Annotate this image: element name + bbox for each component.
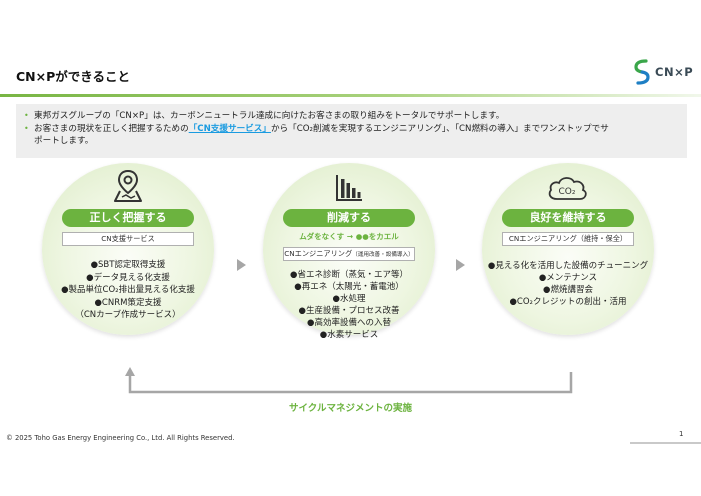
- step-understand-items: ●SBT認定取得支援 ●データ見える化支援 ●製品単位CO₂排出量見える化支援 …: [42, 259, 214, 322]
- cn-engineering-maintenance-box: CNエンジニアリング（維持・保全）: [502, 232, 634, 246]
- summary-text-2: お客さまの現状を正しく把握するための「CN支援サービス」から「CO₂削減を実現す…: [34, 123, 609, 134]
- cn-engineering-box: CNエンジニアリング（運用改善・設備導入）: [283, 247, 415, 261]
- bullet-icon: •: [24, 111, 29, 120]
- logo-text: CN×P: [655, 65, 694, 79]
- next-arrow-icon: [237, 259, 246, 271]
- step-reduce-subtitle: ムダをなくす → ●●をカエル: [299, 232, 399, 241]
- list-item: ●メンテナンス: [538, 273, 598, 283]
- cycle-arrow-icon: [125, 367, 573, 394]
- cn-support-service-link[interactable]: 「CN支援サービス」: [188, 123, 271, 134]
- list-item: ●CO₂クレジットの創出・活用: [509, 297, 627, 307]
- list-item: ●SBT認定取得支援: [90, 260, 166, 270]
- company-logo: CN×P: [633, 58, 693, 86]
- list-item: ●生産設備・プロセス改善: [298, 306, 400, 316]
- list-item: （CNカーブ作成サービス）: [75, 310, 181, 320]
- summary-line-2-cont: ポートします。: [34, 136, 94, 146]
- cnp-logo-icon: [634, 59, 650, 85]
- step-reduce-circle: 削減する ムダをなくす → ●●をカエル CNエンジニアリング（運用改善・設備導…: [263, 163, 435, 340]
- summary-text-1: 東邦ガスグループの「CN×P」は、カーボンニュートラル達成に向けたお客さまの取り…: [34, 111, 505, 121]
- list-item: ●データ見える化支援: [86, 272, 170, 283]
- step-maintain-items: ●見える化を活用した設備のチューニング ●メンテナンス ●燃焼講習会 ●CO₂ク…: [482, 260, 654, 308]
- summary-line-2: • お客さまの現状を正しく把握するための「CN支援サービス」から「CO₂削減を実…: [24, 123, 679, 136]
- cn-support-service-box: CN支援サービス: [62, 232, 194, 246]
- step-maintain-title: 良好を維持する: [502, 209, 634, 227]
- step-reduce-title: 削減する: [283, 209, 415, 227]
- copyright-text: © 2025 Toho Gas Energy Engineering Co., …: [6, 434, 235, 442]
- list-item: ●製品単位CO₂排出量見える化支援: [61, 285, 195, 295]
- bullet-icon: •: [24, 123, 29, 133]
- list-item: ●高効率設備への入替: [307, 318, 391, 328]
- list-item: ●省エネ診断（蒸気・エア等）: [290, 270, 408, 280]
- list-item: ●見える化を活用した設備のチューニング: [487, 261, 649, 271]
- list-item: ●CNRM策定支援: [94, 297, 162, 308]
- svg-text:CO₂: CO₂: [559, 187, 576, 197]
- step-understand-title: 正しく把握する: [62, 209, 194, 227]
- cycle-management-label: サイクルマネジメントの実施: [288, 403, 413, 414]
- footer-divider: [630, 442, 701, 444]
- list-item: ●水素サービス: [319, 330, 379, 340]
- list-item: ●燃焼講習会: [543, 285, 593, 295]
- page-number: 1: [679, 430, 684, 438]
- map-pin-icon: [114, 169, 142, 202]
- summary-box: • 東邦ガスグループの「CN×P」は、カーボンニュートラル達成に向けたお客さまの…: [16, 104, 687, 158]
- co2-cloud-icon: CO₂: [548, 177, 587, 200]
- summary-line-1: • 東邦ガスグループの「CN×P」は、カーボンニュートラル達成に向けたお客さまの…: [24, 110, 679, 123]
- next-arrow-icon: [456, 259, 465, 271]
- header-divider: [0, 94, 701, 97]
- step-understand-circle: 正しく把握する CN支援サービス ●SBT認定取得支援 ●データ見える化支援 ●…: [42, 163, 214, 335]
- bar-chart-icon: [336, 175, 362, 201]
- step-reduce-items: ●省エネ診断（蒸気・エア等） ●再エネ（太陽光・蓄電池） ●水処理 ●生産設備・…: [263, 269, 435, 341]
- list-item: ●再エネ（太陽光・蓄電池）: [294, 282, 404, 292]
- list-item: ●水処理: [332, 294, 366, 304]
- page-title: CN×Pができること: [16, 69, 131, 84]
- step-maintain-circle: CO₂ 良好を維持する CNエンジニアリング（維持・保全） ●見える化を活用した…: [482, 163, 654, 335]
